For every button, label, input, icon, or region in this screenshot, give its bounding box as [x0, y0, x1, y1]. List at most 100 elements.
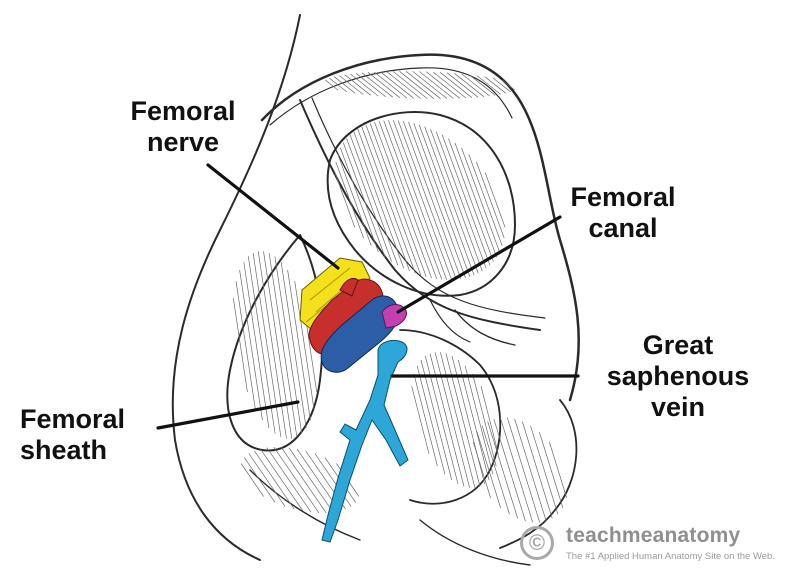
hatch-stroke: [413, 373, 438, 467]
hatch-stroke: [435, 131, 487, 269]
hatch-stroke: [340, 147, 379, 253]
hatch-stroke: [461, 73, 490, 97]
hatch-stroke: [383, 120, 443, 280]
label-femoral-sheath-line1: Femoral: [20, 404, 126, 434]
engraving-hatching: [232, 71, 568, 523]
hatch-stroke: [378, 120, 438, 280]
copyright-icon: ©: [520, 526, 554, 560]
hatch-stroke: [411, 386, 430, 454]
hatch-stroke: [425, 71, 460, 99]
hatch-stroke: [448, 138, 494, 262]
hatch-stroke: [244, 457, 276, 503]
left-muscle: [226, 234, 324, 452]
label-femoral-canal-line1: Femoral: [570, 182, 676, 212]
label-great-saphenous-vein-line1: Great: [642, 330, 714, 360]
hatch-stroke: [461, 147, 500, 253]
hatch-stroke: [339, 75, 364, 95]
label-femoral-canal-line2: canal: [588, 213, 658, 243]
hatch-stroke: [361, 126, 416, 274]
hatch-stroke: [392, 120, 452, 280]
hatch-stroke: [273, 446, 320, 514]
hatch-stroke: [235, 281, 256, 409]
hatch-stroke: [254, 450, 295, 510]
hatch-stroke: [263, 251, 293, 439]
inguinal-ligament: [299, 99, 541, 331]
hatch-stroke: [412, 71, 448, 99]
label-great-saphenous-vein-line2: saphenous: [606, 361, 750, 391]
leader-lines: [156, 163, 580, 430]
hatch-stroke: [239, 269, 263, 421]
upper-fold: [260, 53, 580, 402]
hatch-stroke: [374, 121, 432, 279]
hatch-stroke: [530, 425, 559, 515]
hatch-stroke: [386, 71, 421, 99]
hatch-stroke: [464, 365, 494, 475]
hatch-stroke: [260, 448, 304, 512]
hatch-stroke: [380, 71, 415, 99]
hatch-stroke: [476, 161, 505, 239]
hatch-stroke: [434, 352, 470, 488]
hatch-stroke: [349, 134, 399, 266]
watermark-tagline: The #1 Applied Human Anatomy Site on the…: [566, 551, 775, 562]
hatch-stroke: [232, 298, 248, 392]
label-femoral-sheath-line2: sheath: [20, 435, 108, 465]
hatch-stroke: [539, 431, 564, 509]
muscle-dome: [326, 111, 516, 297]
hatch-stroke: [257, 251, 287, 439]
hatch-stroke: [419, 71, 454, 99]
hatch-stroke: [248, 453, 286, 507]
hatch-stroke: [514, 418, 547, 522]
hatch-stroke: [445, 353, 481, 487]
hatch-stroke: [240, 463, 264, 497]
hatch-stroke: [468, 153, 503, 247]
hatch-stroke: [247, 256, 276, 434]
hatch-stroke: [287, 269, 311, 421]
hatch-stroke: [413, 123, 471, 277]
hatch-stroke: [350, 73, 379, 97]
hatch-stroke: [333, 76, 356, 94]
hatch-stroke: [476, 75, 501, 95]
hatch-stroke: [408, 121, 466, 279]
hatch-stroke: [353, 131, 405, 269]
hatch-stroke: [361, 72, 394, 98]
hatch-stroke: [501, 79, 515, 91]
leader-femoral-sheath: [156, 400, 300, 430]
watermark-brand: teachmeanatomy: [566, 524, 741, 547]
label-femoral-nerve: Femoral nerve: [108, 96, 258, 158]
leader-femoral-nerve: [206, 163, 340, 270]
hatch-stroke: [325, 79, 339, 91]
hatch-stroke: [337, 153, 372, 247]
hatch-stroke: [373, 71, 408, 99]
hatch-stroke: [402, 120, 462, 280]
hatch-stroke: [440, 352, 476, 488]
hatch-stroke: [472, 441, 491, 499]
hatch-stroke: [365, 124, 422, 276]
hatch-stroke: [335, 161, 364, 239]
hatch-stroke: [288, 447, 334, 513]
hatch-stroke: [439, 72, 473, 98]
hatch-stroke: [472, 373, 497, 467]
hatch-stroke: [457, 359, 490, 481]
hatch-stroke: [392, 71, 428, 99]
hatch-stroke: [430, 128, 483, 272]
hatch-stroke: [355, 73, 386, 97]
hatch-stroke: [492, 77, 511, 93]
hatch-stroke: [357, 128, 410, 272]
hatch-stroke: [424, 126, 479, 274]
hatch-stroke: [329, 77, 348, 93]
hatch-stroke: [243, 261, 270, 429]
hatch-stroke: [493, 418, 526, 522]
hatch-stroke: [420, 359, 453, 481]
hatch-stroke: [369, 123, 427, 277]
hatch-stroke: [268, 252, 298, 438]
hatch-stroke: [432, 71, 467, 99]
hatch-stroke: [549, 441, 568, 499]
hatch-stroke: [399, 71, 435, 99]
hatch-stroke: [484, 76, 507, 94]
hatch-stroke: [388, 120, 448, 280]
hatch-stroke: [416, 365, 446, 475]
hatch-stroke: [484, 172, 506, 228]
hatch-stroke: [429, 353, 465, 487]
hatch-stroke: [294, 281, 315, 409]
